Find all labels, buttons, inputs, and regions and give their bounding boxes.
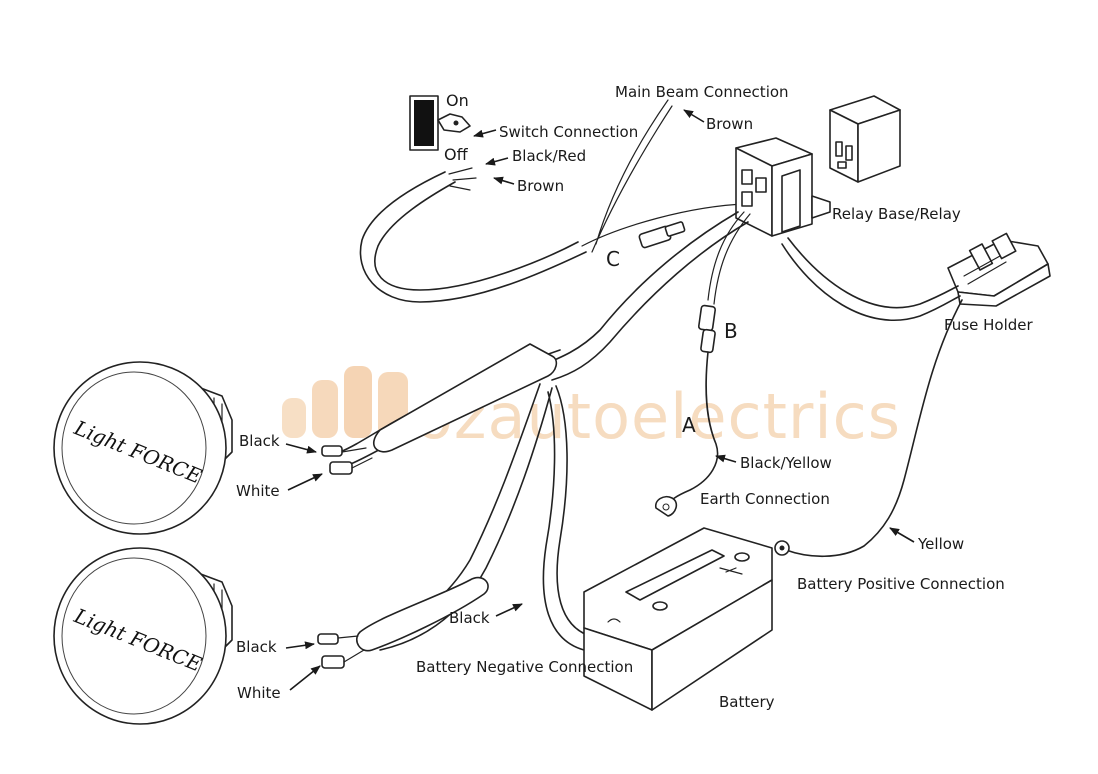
relay-base [735, 137, 831, 237]
white-top-lamp-label: White [236, 482, 280, 500]
white-bottom-lamp-label: White [237, 684, 281, 702]
yellow-wire [785, 299, 963, 558]
lamp-top: Light FORCE [53, 361, 233, 535]
lamp-bottom: Light FORCE [53, 547, 233, 725]
black-negative-label: Black [449, 609, 490, 627]
brown-switch-label: Brown [517, 177, 564, 195]
battery-label: Battery [719, 693, 775, 711]
relay-fuse-wire [781, 237, 961, 321]
relay-base-relay-label: Relay Base/Relay [832, 205, 961, 223]
relay [829, 95, 901, 183]
switch-on-label: On [446, 91, 469, 110]
callout-arrows [285, 109, 915, 691]
rocker-switch[interactable] [409, 95, 471, 151]
earth-wire [654, 211, 751, 517]
a-label: A [682, 413, 696, 437]
battery-negative-connection-label: Battery Negative Connection [416, 658, 633, 676]
yellow-label: Yellow [917, 535, 964, 553]
fuse-holder-label: Fuse Holder [944, 316, 1034, 334]
battery-positive-connection-label: Battery Positive Connection [797, 575, 1005, 593]
c-label: C [606, 247, 620, 271]
black-top-lamp-label: Black [239, 432, 280, 450]
black-red-label: Black/Red [512, 147, 586, 165]
black-yellow-label: Black/Yellow [740, 454, 832, 472]
earth-connection-label: Earth Connection [700, 490, 830, 508]
main-beam-connection-label: Main Beam Connection [615, 83, 789, 101]
main-beam-wire [591, 99, 673, 253]
battery [583, 527, 790, 711]
switch-connection-label: Switch Connection [499, 123, 638, 141]
brown-main-beam-label: Brown [706, 115, 753, 133]
b-label: B [724, 319, 738, 343]
switch-off-label: Off [444, 145, 469, 164]
black-bottom-lamp-label: Black [236, 638, 277, 656]
fuse-holder [947, 232, 1051, 307]
